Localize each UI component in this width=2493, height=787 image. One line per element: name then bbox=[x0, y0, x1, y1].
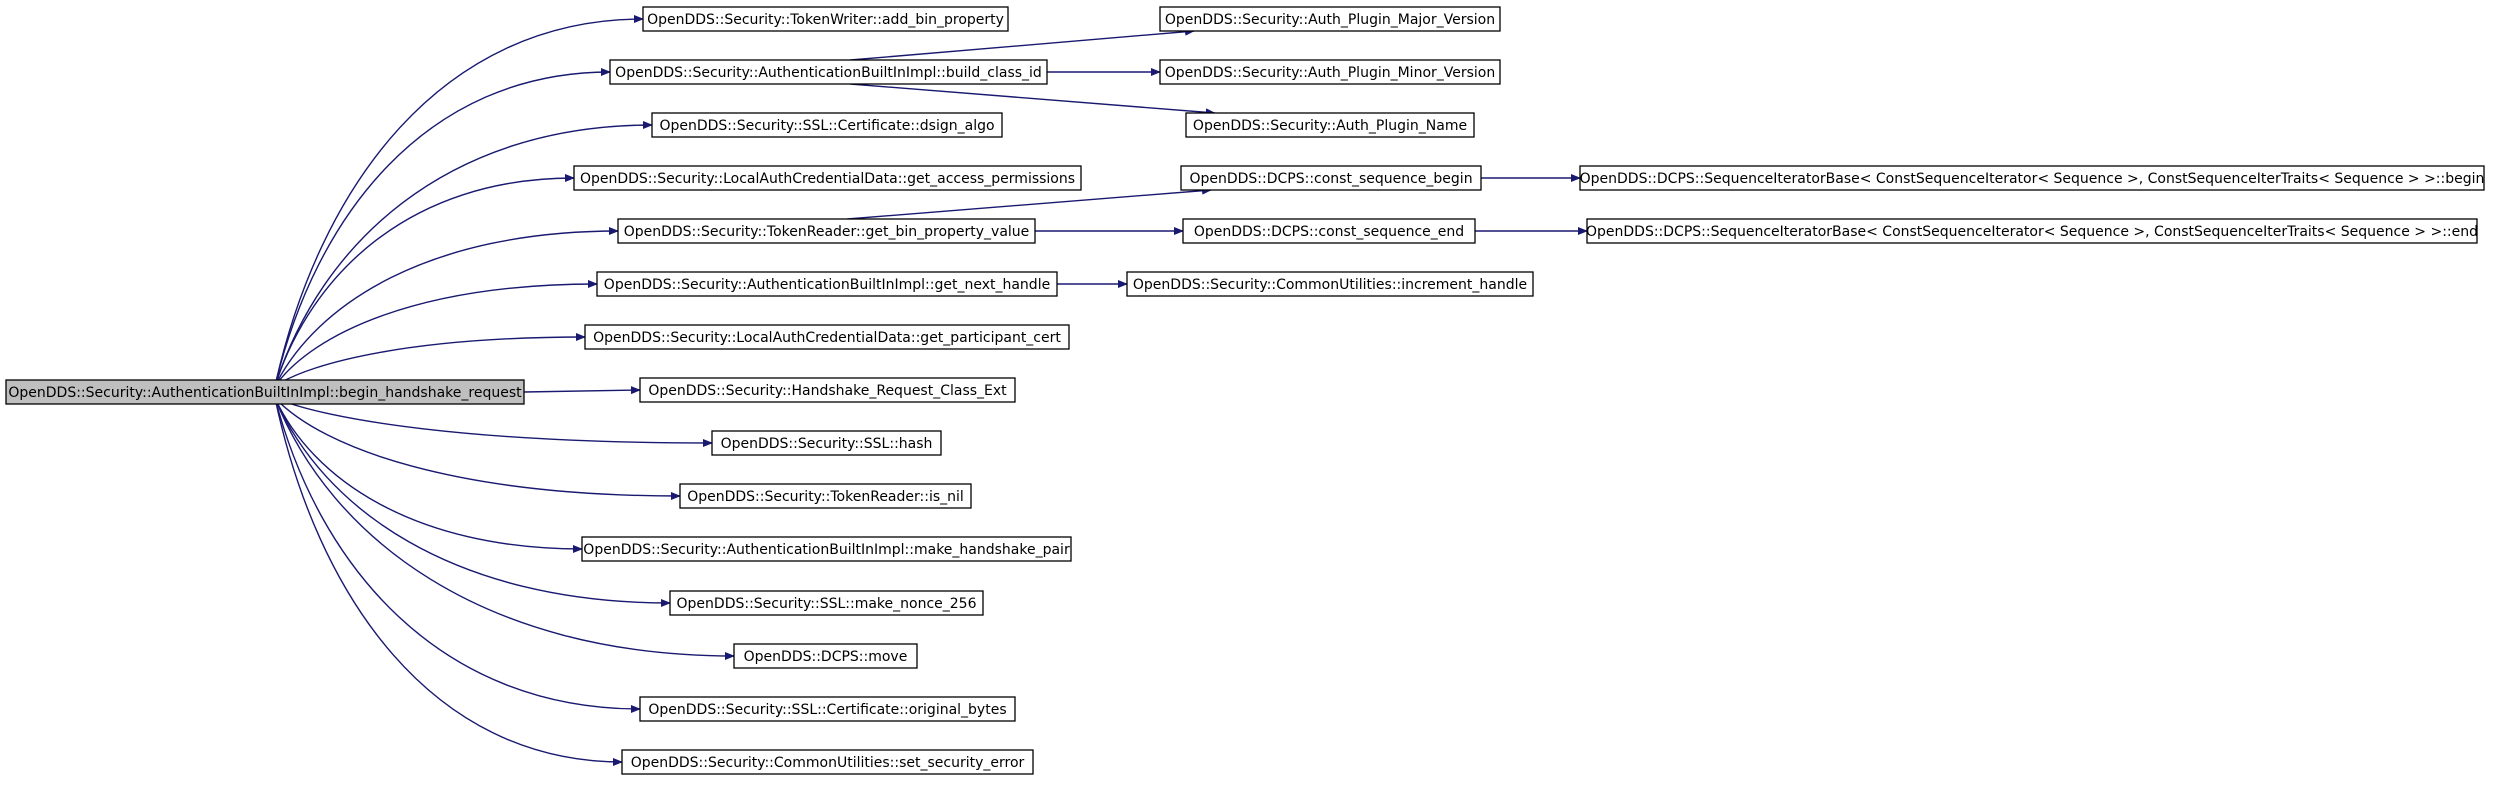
node-box bbox=[642, 6, 1009, 32]
call-edge bbox=[850, 83, 1216, 117]
node-box bbox=[1182, 218, 1476, 244]
function-node[interactable]: OpenDDS::Security::AuthenticationBuiltIn… bbox=[581, 536, 1072, 562]
call-edge bbox=[850, 27, 1195, 61]
node-box bbox=[573, 165, 1082, 191]
node-label: OpenDDS::DCPS::const_sequence_begin bbox=[1189, 171, 1472, 187]
node-label: OpenDDS::DCPS::move bbox=[744, 649, 908, 665]
node-box bbox=[1159, 59, 1501, 85]
function-node[interactable]: OpenDDS::Security::Auth_Plugin_Major_Ver… bbox=[1159, 6, 1501, 32]
call-edge bbox=[274, 227, 619, 387]
node-label: OpenDDS::DCPS::SequenceIteratorBase< Con… bbox=[1586, 224, 2478, 240]
function-node[interactable]: OpenDDS::Security::CommonUtilities::incr… bbox=[1126, 271, 1534, 297]
call-edge bbox=[274, 15, 644, 387]
node-box bbox=[639, 377, 1016, 403]
function-node[interactable]: OpenDDS::DCPS::move bbox=[733, 643, 918, 669]
function-node[interactable]: OpenDDS::Security::TokenWriter::add_bin_… bbox=[642, 6, 1009, 32]
node-label: OpenDDS::DCPS::SequenceIteratorBase< Con… bbox=[1580, 171, 2485, 187]
node-box bbox=[5, 379, 525, 405]
function-node[interactable]: OpenDDS::Security::SSL::make_nonce_256 bbox=[669, 590, 984, 616]
node-box bbox=[621, 749, 1034, 775]
call-edge bbox=[274, 68, 611, 387]
node-label: OpenDDS::Security::SSL::make_nonce_256 bbox=[677, 596, 977, 612]
node-box bbox=[679, 483, 972, 509]
function-node[interactable]: OpenDDS::DCPS::const_sequence_begin bbox=[1180, 165, 1482, 191]
function-node[interactable]: OpenDDS::Security::SSL::hash bbox=[711, 430, 942, 456]
function-node[interactable]: OpenDDS::DCPS::const_sequence_end bbox=[1182, 218, 1476, 244]
node-box bbox=[1126, 271, 1534, 297]
node-box bbox=[1579, 165, 2485, 191]
node-box bbox=[651, 112, 1003, 138]
node-label: OpenDDS::Security::TokenReader::get_bin_… bbox=[624, 224, 1030, 240]
node-label: OpenDDS::Security::TokenWriter::add_bin_… bbox=[647, 12, 1004, 28]
node-label: OpenDDS::Security::SSL::Certificate::ori… bbox=[648, 702, 1006, 718]
node-label: OpenDDS::Security::Handshake_Request_Cla… bbox=[648, 383, 1007, 399]
function-node[interactable]: OpenDDS::DCPS::SequenceIteratorBase< Con… bbox=[1579, 165, 2485, 191]
function-nodes: OpenDDS::Security::AuthenticationBuiltIn… bbox=[5, 6, 2485, 775]
node-box bbox=[617, 218, 1036, 244]
function-node[interactable]: OpenDDS::Security::TokenReader::is_nil bbox=[679, 483, 972, 509]
node-box bbox=[711, 430, 942, 456]
node-box bbox=[733, 643, 918, 669]
node-label: OpenDDS::Security::AuthenticationBuiltIn… bbox=[8, 385, 522, 401]
call-edge bbox=[274, 280, 598, 387]
node-box bbox=[584, 324, 1070, 350]
call-edge bbox=[274, 397, 623, 766]
call-edge bbox=[274, 397, 681, 500]
function-node[interactable]: OpenDDS::Security::CommonUtilities::set_… bbox=[621, 749, 1034, 775]
function-node[interactable]: OpenDDS::Security::Auth_Plugin_Minor_Ver… bbox=[1159, 59, 1501, 85]
call-edge bbox=[274, 121, 653, 387]
node-label: OpenDDS::Security::AuthenticationBuiltIn… bbox=[615, 65, 1042, 81]
node-label: OpenDDS::Security::AuthenticationBuiltIn… bbox=[604, 277, 1050, 293]
call-edge bbox=[274, 397, 641, 713]
node-box bbox=[669, 590, 984, 616]
node-label: OpenDDS::Security::Auth_Plugin_Minor_Ver… bbox=[1165, 65, 1496, 81]
node-label: OpenDDS::Security::SSL::hash bbox=[721, 436, 933, 452]
node-box bbox=[1159, 6, 1501, 32]
call-edge bbox=[274, 397, 713, 447]
function-node[interactable]: OpenDDS::Security::TokenReader::get_bin_… bbox=[617, 218, 1036, 244]
function-node[interactable]: OpenDDS::Security::SSL::Certificate::dsi… bbox=[651, 112, 1003, 138]
node-label: OpenDDS::Security::LocalAuthCredentialDa… bbox=[580, 171, 1075, 187]
node-box bbox=[581, 536, 1072, 562]
call-edge bbox=[274, 174, 575, 387]
node-box bbox=[1586, 218, 2478, 244]
root-function-node[interactable]: OpenDDS::Security::AuthenticationBuiltIn… bbox=[5, 379, 525, 405]
node-label: OpenDDS::Security::Auth_Plugin_Major_Ver… bbox=[1165, 12, 1495, 28]
function-node[interactable]: OpenDDS::DCPS::SequenceIteratorBase< Con… bbox=[1586, 218, 2478, 244]
function-node[interactable]: OpenDDS::Security::AuthenticationBuiltIn… bbox=[596, 271, 1058, 297]
call-edge bbox=[274, 397, 735, 660]
node-box bbox=[596, 271, 1058, 297]
node-label: OpenDDS::Security::CommonUtilities::set_… bbox=[631, 755, 1025, 771]
node-label: OpenDDS::Security::TokenReader::is_nil bbox=[687, 489, 964, 505]
function-node[interactable]: OpenDDS::Security::AuthenticationBuiltIn… bbox=[609, 59, 1048, 85]
function-node[interactable]: OpenDDS::Security::LocalAuthCredentialDa… bbox=[573, 165, 1082, 191]
node-box bbox=[609, 59, 1048, 85]
node-box bbox=[639, 696, 1016, 722]
call-edge bbox=[523, 386, 641, 395]
call-edge bbox=[274, 397, 583, 553]
node-label: OpenDDS::Security::Auth_Plugin_Name bbox=[1193, 118, 1467, 134]
call-edge bbox=[274, 397, 671, 607]
call-edge bbox=[274, 333, 586, 387]
node-label: OpenDDS::Security::SSL::Certificate::dsi… bbox=[659, 118, 994, 134]
node-label: OpenDDS::Security::LocalAuthCredentialDa… bbox=[593, 330, 1061, 346]
function-node[interactable]: OpenDDS::Security::Auth_Plugin_Name bbox=[1185, 112, 1475, 138]
call-edge bbox=[847, 186, 1212, 220]
node-label: OpenDDS::Security::CommonUtilities::incr… bbox=[1133, 277, 1527, 293]
call-edges bbox=[274, 15, 1588, 766]
node-label: OpenDDS::Security::AuthenticationBuiltIn… bbox=[583, 542, 1070, 558]
node-box bbox=[1180, 165, 1482, 191]
function-node[interactable]: OpenDDS::Security::Handshake_Request_Cla… bbox=[639, 377, 1016, 403]
node-box bbox=[1185, 112, 1475, 138]
function-node[interactable]: OpenDDS::Security::LocalAuthCredentialDa… bbox=[584, 324, 1070, 350]
node-label: OpenDDS::DCPS::const_sequence_end bbox=[1194, 224, 1464, 240]
function-node[interactable]: OpenDDS::Security::SSL::Certificate::ori… bbox=[639, 696, 1016, 722]
